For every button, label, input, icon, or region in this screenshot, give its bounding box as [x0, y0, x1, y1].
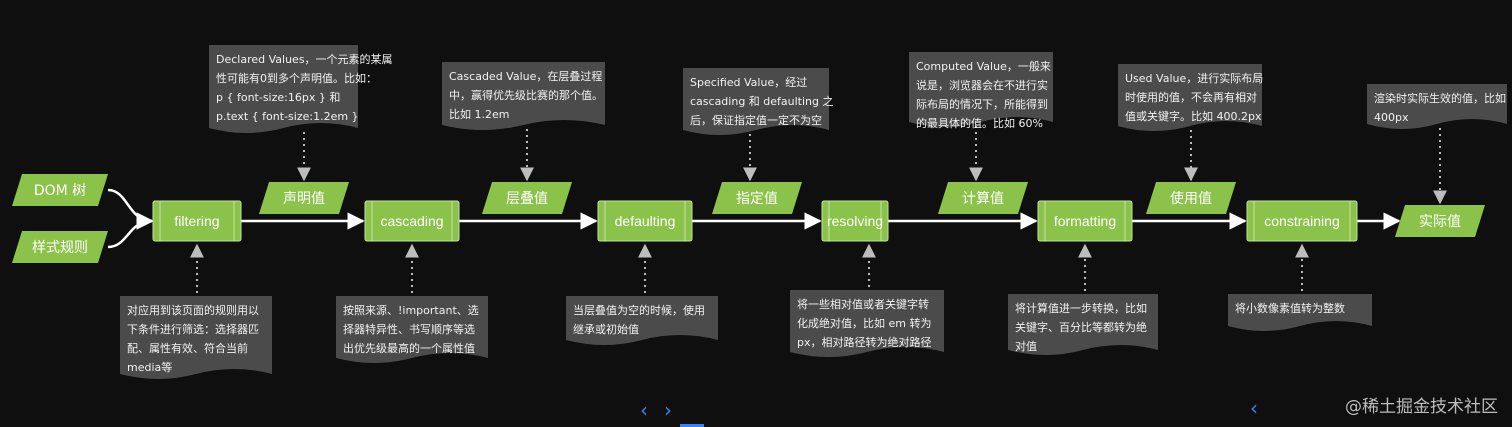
note-used-note-line: Used Value，进行实际布局	[1125, 71, 1263, 85]
process-constraining-label: constraining	[1264, 213, 1340, 229]
process-cascading-label: cascading	[380, 213, 443, 229]
watermark: @稀土掘金技术社区	[1345, 397, 1498, 417]
note-specified-note-line: Specified Value，经过	[690, 76, 807, 89]
note-declared-note-line: p.text { font-size:1.2em }	[216, 110, 359, 123]
note-resolving-note-line: 化成绝对值，比如 em 转为	[797, 316, 931, 330]
note-declared-note-line: Declared Values，一个元素的某属	[216, 52, 393, 66]
note-cascaded-note-line: 中，赢得优先级比赛的那个值。	[449, 88, 603, 102]
note-formatting-note-line: 将计算值进一步转换，比如	[1015, 301, 1147, 315]
process-defaulting-label: defaulting	[615, 213, 676, 229]
note-actual-note: 渲染时实际生效的值，比如 400px	[1367, 84, 1507, 129]
note-formatting-note-line: 对值	[1015, 339, 1037, 353]
note-cascading-note-line: 择器特异性、书写顺序等选	[343, 322, 475, 336]
note-cascading-note-line: 按照来源、!important、选	[343, 303, 479, 317]
note-filtering-note-line: 下条件进行筛选：选择器匹	[127, 322, 259, 336]
value-actual-label: 实际值	[1419, 214, 1461, 230]
note-computed-note: Computed Value，一般来说是，浏览器会在不进行实际布局的情况下，所能…	[909, 52, 1053, 130]
note-declared-note-line: 性可能有0到多个声明值。比如：	[216, 71, 377, 85]
note-actual-note-line: 渲染时实际生效的值，比如	[1374, 91, 1506, 105]
note-resolving-note-line: 将一些相对值或者关键字转	[797, 297, 929, 311]
value-declared: 声明值	[259, 182, 349, 214]
input-dom: DOM 树	[12, 174, 108, 206]
process-formatting: formatting	[1037, 200, 1133, 242]
value-cascaded: 层叠值	[482, 182, 572, 214]
value-computed-label: 计算值	[962, 191, 1004, 207]
process-resolving-label: resolving	[827, 213, 883, 229]
note-cascading-note: 按照来源、!important、选择器特异性、书写顺序等选出优先级最高的一个属性…	[336, 296, 488, 363]
note-filtering-note-line: media等	[127, 360, 172, 374]
note-computed-note-line: 际布局的情况下，所能得到	[916, 97, 1048, 111]
process-filtering: filtering	[152, 200, 242, 242]
value-specified-label: 指定值	[736, 191, 778, 207]
note-filtering-note-line: 配、属性有效、符合当前	[127, 341, 248, 355]
merge-arrow	[107, 212, 154, 249]
note-declared-note-line: p { font-size:16px } 和	[216, 91, 340, 104]
note-computed-note-line: Computed Value，一般来	[916, 60, 1051, 73]
process-formatting-label: formatting	[1054, 213, 1116, 229]
input-style-label: 样式规则	[32, 240, 88, 256]
note-formatting-note-line: 关键字、百分比等都转为绝	[1015, 320, 1147, 334]
slide-indicator	[680, 424, 704, 427]
process-resolving: resolving	[821, 200, 889, 242]
note-defaulting-note-line: 当层叠值为空的时候，使用	[573, 303, 705, 317]
merge-arrow	[107, 188, 154, 230]
note-constraining-note: 将小数像素值转为整数	[1228, 294, 1372, 331]
note-actual-note-line: 400px	[1374, 111, 1409, 124]
note-specified-note-line: 后，保证指定值一定不为空	[690, 113, 822, 127]
note-cascaded-note-line: Cascaded Value，在层叠过程	[449, 70, 602, 83]
process-cascading: cascading	[364, 200, 460, 242]
note-computed-note-line: 说是，浏览器会在不进行实	[916, 78, 1048, 92]
value-specified: 指定值	[712, 182, 802, 214]
process-filtering-label: filtering	[174, 213, 219, 229]
value-used-label: 使用值	[1170, 190, 1212, 207]
note-used-note-line: 值或关键字。比如 400.2px	[1125, 109, 1262, 123]
next-slide-icon[interactable]: ›	[664, 398, 672, 422]
note-cascading-note-line: 出优先级最高的一个属性值	[343, 341, 475, 355]
note-used-note-line: 时使用的值，不会再有相对	[1125, 90, 1257, 104]
process-constraining: constraining	[1246, 200, 1358, 242]
note-cascaded-note-line: 比如 1.2em	[449, 107, 509, 121]
value-computed: 计算值	[938, 182, 1028, 214]
note-computed-note-line: 的最具体的值。比如 60%	[916, 116, 1043, 130]
process-defaulting: defaulting	[597, 200, 693, 242]
value-declared-label: 声明值	[283, 191, 325, 207]
value-cascaded-label: 层叠值	[506, 191, 548, 207]
note-defaulting-note-line: 继承或初始值	[573, 322, 639, 336]
note-specified-note-line: cascading 和 defaulting 之	[690, 94, 834, 108]
note-resolving-note-line: px，相对路径转为绝对路径	[797, 335, 932, 349]
prev-page-icon[interactable]: ‹	[1250, 396, 1258, 420]
value-used: 使用值	[1146, 182, 1236, 214]
note-constraining-note-line: 将小数像素值转为整数	[1235, 301, 1345, 315]
note-filtering-note-line: 对应用到该页面的规则用以	[127, 303, 259, 317]
prev-slide-icon[interactable]: ‹	[640, 398, 648, 422]
note-specified-note: Specified Value，经过 cascading 和 defaulting…	[683, 68, 834, 135]
input-dom-label: DOM 树	[34, 183, 86, 199]
value-actual: 实际值	[1395, 205, 1485, 237]
input-style: 样式规则	[12, 231, 108, 263]
